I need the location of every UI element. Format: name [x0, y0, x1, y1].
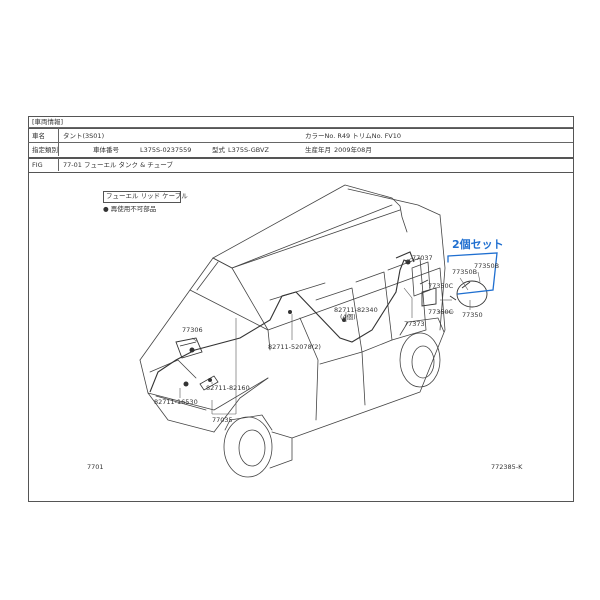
part-77037: 77037 [412, 254, 433, 262]
part-82711-82160: 82711-82160 [206, 384, 250, 392]
part-77035: 77035 [212, 416, 233, 424]
fig-col-divider [58, 158, 59, 171]
fig-code-right: 772385-K [491, 463, 523, 471]
document-frame [28, 116, 574, 502]
part-77373: 77373 [404, 320, 425, 328]
production: 2009年08月 [334, 146, 372, 154]
part-77350c-upper: 77350C [428, 282, 454, 290]
part-82711-82340-qty: (4個) [340, 313, 356, 321]
designation-label: 指定類別 [32, 146, 58, 154]
color-trim: カラーNo. R49 トリムNo. FV10 [305, 132, 402, 140]
part-77350b-upper: 77350B [474, 262, 500, 270]
model-label: 型式 [212, 146, 225, 154]
bullet-note: ● 再使用不可部品 [103, 205, 157, 213]
car-name: タント(3S01) [63, 132, 105, 140]
diagram-caption-box [103, 191, 181, 203]
model: L375S-GBVZ [228, 146, 269, 154]
fig-code-left: 7701 [87, 463, 104, 471]
part-82711-52078: 82711-52078(2) [268, 343, 321, 351]
part-77350c-lower: 77350C [428, 308, 454, 316]
fig-row [28, 158, 574, 173]
header-table [28, 128, 574, 158]
fig-label: FIG [32, 161, 43, 169]
car-name-label: 車名 [32, 132, 45, 140]
header-col-divider [58, 128, 59, 156]
chassis-label: 車体番号 [93, 146, 119, 154]
part-77350b-lower: 77350B [452, 268, 478, 276]
production-label: 生産年月 [305, 146, 331, 154]
part-82711-16530: 82711-16530 [154, 398, 198, 406]
chassis-no: L375S-0237559 [140, 146, 192, 154]
header-row-divider [28, 142, 573, 143]
part-77350: 77350 [462, 311, 483, 319]
part-82711-82340: 82711-82340 [334, 306, 378, 314]
handwritten-note: 2個セット [452, 238, 504, 251]
section-title: [車両情報] [32, 118, 64, 126]
diagram-caption: フューエル リッド ケーブル [106, 192, 188, 200]
part-77306: 77306 [182, 326, 203, 334]
header-rule-1 [28, 127, 573, 128]
fig-value: 77-01 フューエル タンク & チューブ [63, 161, 173, 169]
